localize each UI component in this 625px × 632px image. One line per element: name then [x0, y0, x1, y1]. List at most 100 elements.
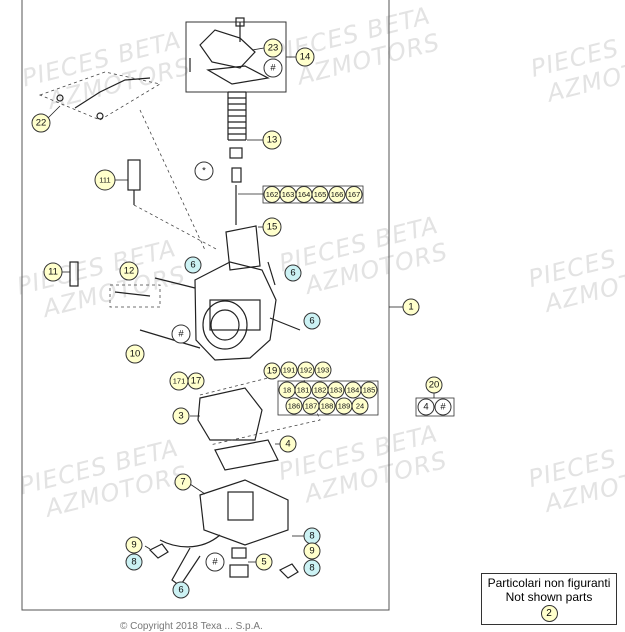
svg-text:6: 6: [290, 268, 295, 279]
callout-163[interactable]: 163: [279, 186, 297, 203]
callout-11[interactable]: 11: [43, 262, 63, 282]
callout-hash[interactable]: #: [171, 324, 191, 344]
screw-part-12: [109, 284, 161, 308]
watermark: PIECES BETA AZMOTORS PIECES BETA AZMOTOR…: [14, 1, 625, 523]
callout-5[interactable]: 5: [255, 553, 273, 571]
svg-text:22: 22: [36, 118, 47, 129]
carburetor-body: [139, 261, 301, 361]
svg-text:17: 17: [191, 376, 202, 387]
svg-text:20: 20: [429, 380, 440, 391]
callout-hash[interactable]: #: [434, 398, 452, 416]
callout-10[interactable]: 10: [125, 344, 145, 364]
screw-part-11: [69, 261, 79, 287]
callout-24[interactable]: 24: [351, 397, 369, 415]
svg-text:4: 4: [285, 439, 290, 450]
copyright-text: © Copyright 2018 Texa ... S.p.A.: [120, 621, 263, 632]
svg-text:182: 182: [314, 386, 327, 395]
callout-184[interactable]: 184: [344, 381, 362, 399]
svg-text:10: 10: [130, 349, 141, 360]
svg-text:6: 6: [309, 316, 314, 327]
callout-183[interactable]: 183: [327, 381, 345, 399]
callout-15[interactable]: 15: [262, 217, 282, 237]
svg-text:#: #: [178, 329, 184, 340]
callout-8[interactable]: 8: [303, 559, 321, 577]
callout-hash[interactable]: #: [263, 58, 283, 78]
svg-text:166: 166: [331, 190, 344, 199]
svg-text:189: 189: [338, 402, 351, 411]
callout-192[interactable]: 192: [297, 361, 315, 379]
svg-text:8: 8: [309, 531, 314, 542]
svg-text:11: 11: [48, 267, 58, 278]
callout-111[interactable]: 111: [94, 169, 116, 191]
svg-text:1: 1: [408, 302, 413, 313]
callout-8[interactable]: 8: [303, 527, 321, 545]
svg-text:9: 9: [131, 540, 136, 551]
callout-7[interactable]: 7: [174, 473, 192, 491]
callout-181[interactable]: 181: [294, 381, 312, 399]
svg-text:193: 193: [317, 366, 330, 375]
svg-text:24: 24: [356, 402, 364, 411]
svg-text:184: 184: [347, 386, 360, 395]
callout-185[interactable]: 185: [360, 381, 378, 399]
callout-22[interactable]: 22: [31, 113, 51, 133]
not-shown-parts-box: Particolari non figuranti Not shown part…: [481, 573, 617, 625]
callout-14[interactable]: 14: [295, 47, 315, 67]
callout-18[interactable]: 18: [278, 381, 296, 399]
throttle-cable-part: [38, 71, 206, 251]
svg-text:163: 163: [282, 190, 295, 199]
callout-23[interactable]: 23: [263, 38, 283, 58]
callout-star[interactable]: *: [194, 161, 214, 181]
svg-text:187: 187: [305, 402, 318, 411]
callout-1[interactable]: 1: [402, 298, 420, 316]
float-bowl: [199, 479, 289, 546]
callout-17[interactable]: 17: [187, 372, 205, 390]
callout-164[interactable]: 164: [295, 186, 313, 203]
svg-text:8: 8: [131, 557, 136, 568]
svg-text:162: 162: [266, 190, 279, 199]
svg-text:14: 14: [300, 52, 311, 63]
callout-6[interactable]: 6: [284, 264, 302, 282]
callout-187[interactable]: 187: [302, 397, 320, 415]
callout-6[interactable]: 6: [184, 256, 202, 274]
callout-group-18: 18 181 182 183 184 185 186 187 188 189 2…: [277, 380, 379, 416]
callout-167[interactable]: 167: [345, 186, 363, 203]
callout-186[interactable]: 186: [285, 397, 303, 415]
callout-group-191: 191 192 193: [280, 361, 332, 379]
callout-4[interactable]: 4: [417, 398, 435, 416]
callout-182[interactable]: 182: [311, 381, 329, 399]
svg-text:7: 7: [180, 477, 185, 488]
callout-166[interactable]: 166: [328, 186, 346, 203]
callout-3[interactable]: 3: [172, 407, 190, 425]
note-line1: Particolari non figuranti: [487, 576, 611, 590]
callout-4[interactable]: 4: [279, 435, 297, 453]
callout-9[interactable]: 9: [303, 542, 321, 560]
svg-text:13: 13: [267, 135, 278, 146]
callout-191[interactable]: 191: [280, 361, 298, 379]
callout-6[interactable]: 6: [303, 312, 321, 330]
callout-19[interactable]: 19: [263, 362, 281, 380]
callout-hash[interactable]: #: [205, 552, 225, 572]
callout-12[interactable]: 12: [119, 261, 139, 281]
callout-2[interactable]: 2: [540, 605, 558, 622]
callout-165[interactable]: 165: [311, 186, 329, 203]
callout-188[interactable]: 188: [318, 397, 336, 415]
callout-171[interactable]: 171: [169, 371, 189, 391]
svg-text:9: 9: [309, 546, 314, 557]
callout-193[interactable]: 193: [314, 361, 332, 379]
callout-9[interactable]: 9: [125, 536, 143, 554]
svg-text:191: 191: [283, 366, 296, 375]
callout-group-162: 162 163 164 165 166 167: [262, 185, 364, 204]
svg-text:164: 164: [298, 190, 311, 199]
throttle-spring: [227, 91, 247, 183]
callout-189[interactable]: 189: [335, 397, 353, 415]
callout-20[interactable]: 20: [425, 376, 443, 394]
bowl-screws: [144, 535, 305, 579]
callout-8[interactable]: 8: [125, 553, 143, 571]
svg-text:#: #: [440, 402, 446, 413]
svg-text:165: 165: [314, 190, 327, 199]
svg-text:18: 18: [283, 386, 291, 395]
callout-13[interactable]: 13: [262, 130, 282, 150]
callout-6[interactable]: 6: [172, 581, 190, 599]
callout-162[interactable]: 162: [263, 186, 281, 203]
